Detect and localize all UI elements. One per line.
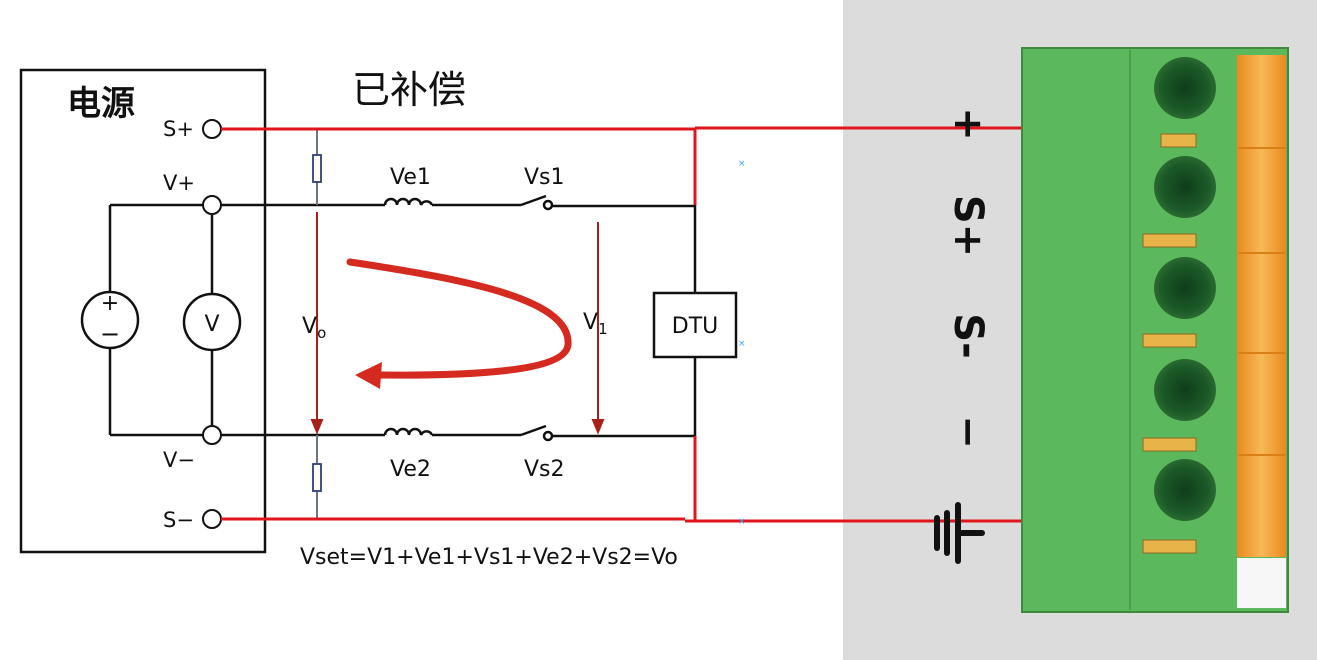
sense-resistor-bottom — [312, 435, 322, 519]
terminal-label-sense-plus: S+ — [945, 195, 991, 257]
dtu-load-box — [652, 291, 738, 359]
source-plus-icon: + — [101, 291, 119, 316]
ve2-label: Ve2 — [390, 457, 431, 482]
supply-terminals — [202, 119, 222, 529]
equation-label: Vset=V1+Ve1+Vs1+Ve2+Vs2=Vo — [300, 545, 678, 570]
s-minus-terminal — [202, 509, 222, 529]
terminal-holes — [1142, 57, 1216, 554]
ve2-coil-icon — [383, 427, 434, 436]
vs1-label: Vs1 — [524, 165, 565, 190]
s-plus-terminal — [202, 119, 222, 139]
terminal-label-v-minus: V− — [163, 448, 195, 472]
ve1-label: Ve1 — [390, 165, 431, 190]
vo-label: Vo — [302, 314, 326, 342]
voltage-loop-arrowhead-icon — [355, 362, 382, 389]
terminal-label-v-plus: V+ — [163, 171, 195, 195]
blue-markers: × × × — [738, 159, 746, 527]
vs1-switch-icon — [520, 194, 554, 211]
terminal-label-sense-minus: S- — [945, 313, 991, 358]
terminal-label-s-plus: S+ — [163, 117, 194, 141]
source-minus-icon: − — [100, 320, 120, 348]
black-wiring — [108, 203, 697, 438]
svg-text:×: × — [738, 159, 746, 169]
vs2-switch-icon — [520, 424, 554, 442]
sense-resistor-top — [312, 129, 322, 205]
terminal-orange-strip — [1237, 55, 1286, 557]
voltmeter-symbol — [182, 292, 242, 352]
terminal-label-plus: + — [945, 107, 991, 141]
v-minus-terminal — [202, 425, 222, 445]
compensated-title: 已补偿 — [352, 68, 466, 112]
ve1-coil-icon — [383, 197, 434, 206]
terminal-label-minus: − — [945, 415, 991, 449]
v1-label: V1 — [583, 310, 608, 338]
power-supply-label: 电源 — [67, 84, 135, 124]
dtu-label: DTU — [672, 314, 718, 339]
voltage-loop-arrow — [346, 258, 572, 379]
dc-source-symbol — [80, 290, 140, 350]
terminal-block — [1021, 47, 1289, 613]
terminal-white-tab — [1237, 558, 1286, 608]
svg-text:×: × — [738, 339, 746, 349]
vs2-label: Vs2 — [524, 457, 565, 482]
ground-icon — [934, 502, 985, 564]
power-supply-box — [19, 68, 267, 554]
voltage-arrows — [310, 212, 605, 435]
terminal-label-s-minus: S− — [163, 508, 194, 532]
v-plus-terminal — [202, 195, 222, 215]
voltmeter-label: V — [204, 312, 219, 337]
svg-text:×: × — [738, 517, 746, 527]
